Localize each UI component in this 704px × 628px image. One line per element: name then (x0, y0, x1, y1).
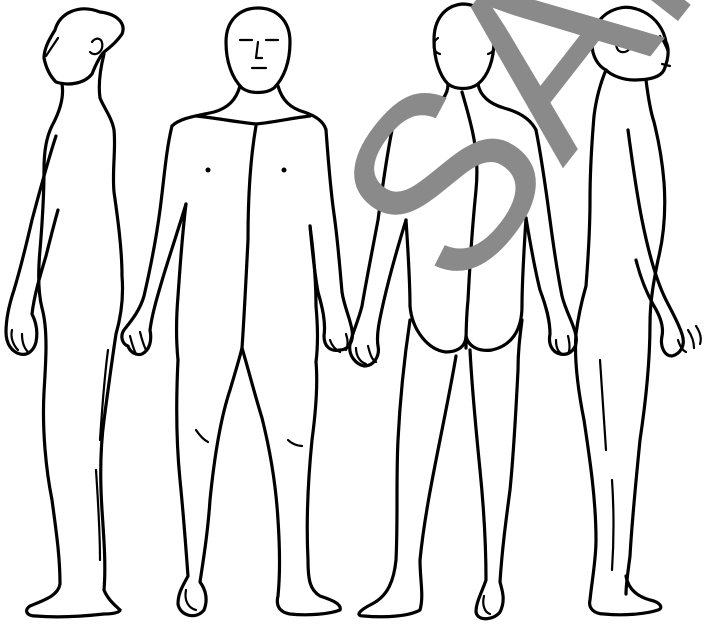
front-view-left-foot (185, 590, 196, 610)
left-view-hand (11, 330, 28, 352)
right-view-calf-line (612, 480, 614, 570)
front-view-torso-right (310, 226, 318, 362)
front-view-midline (242, 126, 256, 348)
back-view-right-hand (556, 336, 570, 354)
front-view-left-leg (177, 348, 242, 616)
back-view-right-leg (470, 320, 522, 619)
sample-watermark: SAMPLE (282, 0, 704, 333)
left-view-front-outline (27, 84, 120, 617)
front-view-right-leg (242, 348, 340, 615)
figure-front-view (122, 8, 352, 616)
right-view-thigh-line (600, 360, 606, 450)
left-view-ear (90, 39, 102, 54)
front-view-left-knee (196, 430, 208, 442)
figure-left-side-view (6, 9, 123, 617)
right-view-arm (628, 130, 683, 356)
back-view-left-leg (359, 320, 456, 617)
watermark-text: SAMPLE (282, 0, 704, 333)
left-view-head (44, 9, 123, 84)
left-view-back-outline (99, 54, 122, 610)
left-view-arm (6, 136, 58, 354)
front-view-nose (256, 42, 262, 58)
front-view-right-nipple (282, 168, 287, 173)
front-view-collar-line (196, 116, 310, 124)
front-view-left-nipple (206, 168, 211, 173)
front-view-right-knee (288, 440, 302, 446)
back-view-right-foot (483, 596, 490, 614)
